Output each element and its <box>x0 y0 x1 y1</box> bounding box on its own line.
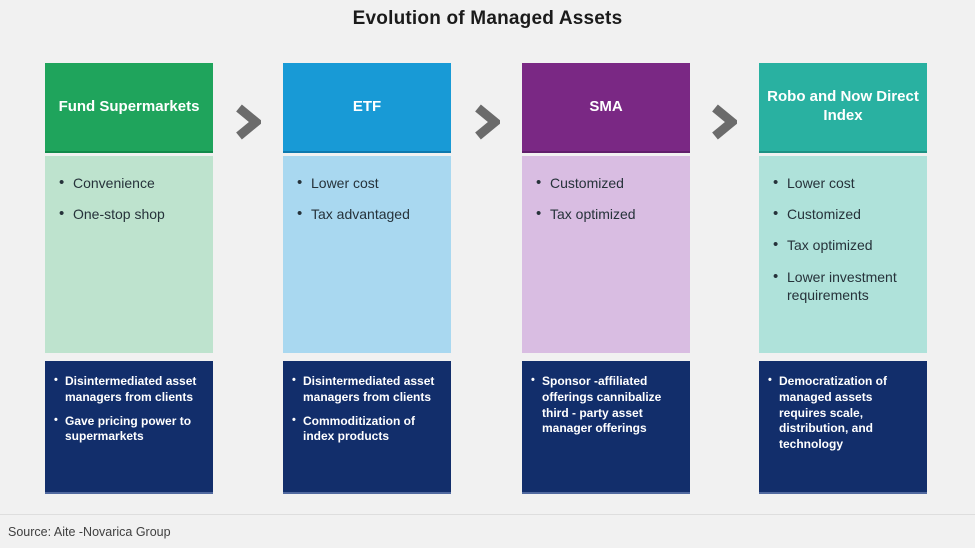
column-header: ETF <box>283 63 451 153</box>
page-title: Evolution of Managed Assets <box>352 8 623 29</box>
chevron-right-icon <box>709 102 739 142</box>
impacts-panel: Sponsor -affiliated offerings cannibaliz… <box>522 361 690 494</box>
column-header-label: Robo and Now Direct Index <box>767 88 919 124</box>
column-etf: ETF Lower cost Tax advantaged Disinterme… <box>283 63 451 494</box>
features-panel: Lower cost Customized Tax optimized Lowe… <box>759 156 927 353</box>
chevron-right-icon <box>233 102 263 142</box>
column-header: Robo and Now Direct Index <box>759 63 927 153</box>
impacts-panel: Democratization of managed assets requir… <box>759 361 927 494</box>
features-list: Customized Tax optimized <box>534 173 676 224</box>
column-header-label: ETF <box>352 97 382 115</box>
impacts-list: Disintermediated asset managers from cli… <box>53 373 205 446</box>
impacts-panel: Disintermediated asset managers from cli… <box>45 361 213 494</box>
impacts-list: Sponsor -affiliated offerings cannibaliz… <box>530 373 682 437</box>
features-list: Lower cost Tax advantaged <box>295 173 437 224</box>
impacts-list: Disintermediated asset managers from cli… <box>291 373 443 446</box>
impacts-list: Democratization of managed assets requir… <box>767 373 919 453</box>
chevron-right-icon <box>472 102 502 142</box>
column-header: SMA <box>522 63 690 153</box>
column-fund-supermarkets: Fund Supermarkets Convenience One-stop s… <box>45 63 213 494</box>
column-sma: SMA Customized Tax optimized Sponsor -af… <box>522 63 690 494</box>
features-panel: Lower cost Tax advantaged <box>283 156 451 353</box>
impact-item: Sponsor -affiliated offerings cannibaliz… <box>530 373 682 437</box>
feature-item: Customized <box>534 173 676 193</box>
feature-item: Lower cost <box>771 173 913 193</box>
source-note: Source: Aite -Novarica Group <box>8 525 171 539</box>
impacts-panel: Disintermediated asset managers from cli… <box>283 361 451 494</box>
features-panel: Customized Tax optimized <box>522 156 690 353</box>
feature-item: Tax advantaged <box>295 204 437 224</box>
feature-item: One-stop shop <box>57 204 199 224</box>
feature-item: Convenience <box>57 173 199 193</box>
feature-item: Lower cost <box>295 173 437 193</box>
feature-item: Tax optimized <box>771 235 913 255</box>
source-row: Source: Aite -Novarica Group <box>0 514 975 539</box>
features-panel: Convenience One-stop shop <box>45 156 213 353</box>
column-header-label: SMA <box>589 97 623 115</box>
features-list: Lower cost Customized Tax optimized Lowe… <box>771 173 913 304</box>
features-list: Convenience One-stop shop <box>57 173 199 224</box>
feature-item: Tax optimized <box>534 204 676 224</box>
column-robo-direct-index: Robo and Now Direct Index Lower cost Cus… <box>759 63 927 494</box>
impact-item: Gave pricing power to supermarkets <box>53 413 205 446</box>
impact-item: Democratization of managed assets requir… <box>767 373 919 453</box>
feature-item: Lower investment requirements <box>771 267 913 304</box>
column-header: Fund Supermarkets <box>45 63 213 153</box>
feature-item: Customized <box>771 204 913 224</box>
impact-item: Disintermediated asset managers from cli… <box>53 373 205 406</box>
impact-item: Commoditization of index products <box>291 413 443 446</box>
column-header-label: Fund Supermarkets <box>58 97 200 115</box>
impact-item: Disintermediated asset managers from cli… <box>291 373 443 406</box>
